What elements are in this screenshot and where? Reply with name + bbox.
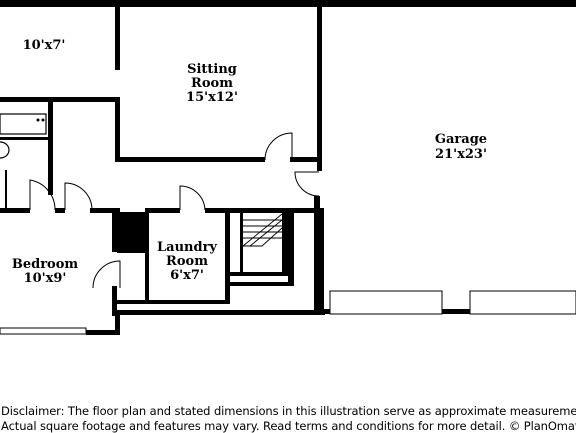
- bedroom-dims: 10'x9': [24, 271, 67, 286]
- garage-dims: 21'x23': [435, 147, 487, 162]
- laundry-room-name-line1: Laundry: [157, 240, 217, 255]
- wall: [230, 272, 288, 276]
- wall: [282, 212, 288, 276]
- garage-door: [329, 290, 443, 315]
- garage-door: [469, 290, 576, 315]
- wall: [55, 208, 65, 213]
- wall: [145, 208, 180, 213]
- sitting-room-dims: 15'x12': [186, 90, 238, 105]
- laundry-room-dims: 6'x7': [170, 268, 204, 283]
- door-swing: [294, 171, 320, 197]
- wall: [5, 170, 7, 210]
- wall: [0, 137, 50, 140]
- disclaimer-line1: Disclaimer: The floor plan and stated di…: [1, 404, 576, 418]
- wall: [117, 250, 147, 253]
- wall: [205, 208, 320, 213]
- tub-faucet-icon: [36, 118, 40, 122]
- room-dims-top-left: 10'x7': [23, 38, 66, 53]
- wall: [112, 286, 117, 316]
- wall: [48, 100, 53, 195]
- wall: [314, 196, 320, 214]
- sitting-room-name-line2: Room: [191, 76, 233, 91]
- wall: [288, 212, 294, 286]
- wall: [225, 212, 230, 304]
- chimney: [117, 212, 145, 250]
- wall: [115, 97, 120, 162]
- disclaimer-line2: Actual square footage and features may v…: [1, 419, 576, 433]
- sitting-room-name-line1: Sitting: [187, 62, 237, 77]
- wall: [0, 97, 120, 102]
- wall: [145, 212, 149, 304]
- bedroom-name: Bedroom: [12, 257, 79, 272]
- wall: [314, 208, 324, 314]
- wall: [86, 330, 120, 335]
- bathtub: [0, 113, 47, 135]
- wall: [290, 157, 320, 162]
- door-swing: [264, 132, 293, 161]
- wall: [117, 300, 229, 304]
- window: [0, 327, 87, 335]
- garage-name: Garage: [435, 132, 487, 147]
- laundry-room-name-line2: Room: [166, 254, 208, 269]
- door-swing: [64, 182, 93, 211]
- wall: [0, 208, 30, 213]
- wall: [314, 309, 576, 314]
- wall: [115, 310, 120, 335]
- wall: [115, 157, 265, 162]
- wall: [115, 310, 325, 315]
- wall-top: [0, 0, 576, 7]
- wall: [115, 7, 120, 70]
- wall: [230, 282, 294, 286]
- staircase: [242, 213, 283, 247]
- door-swing: [179, 185, 206, 211]
- wall: [317, 7, 322, 171]
- door-swing: [29, 179, 56, 211]
- tub-faucet-icon: [41, 118, 45, 122]
- wall: [90, 208, 120, 213]
- wall: [112, 208, 117, 252]
- wall: [240, 213, 243, 276]
- sink-icon: [0, 141, 10, 159]
- door-swing: [92, 260, 121, 289]
